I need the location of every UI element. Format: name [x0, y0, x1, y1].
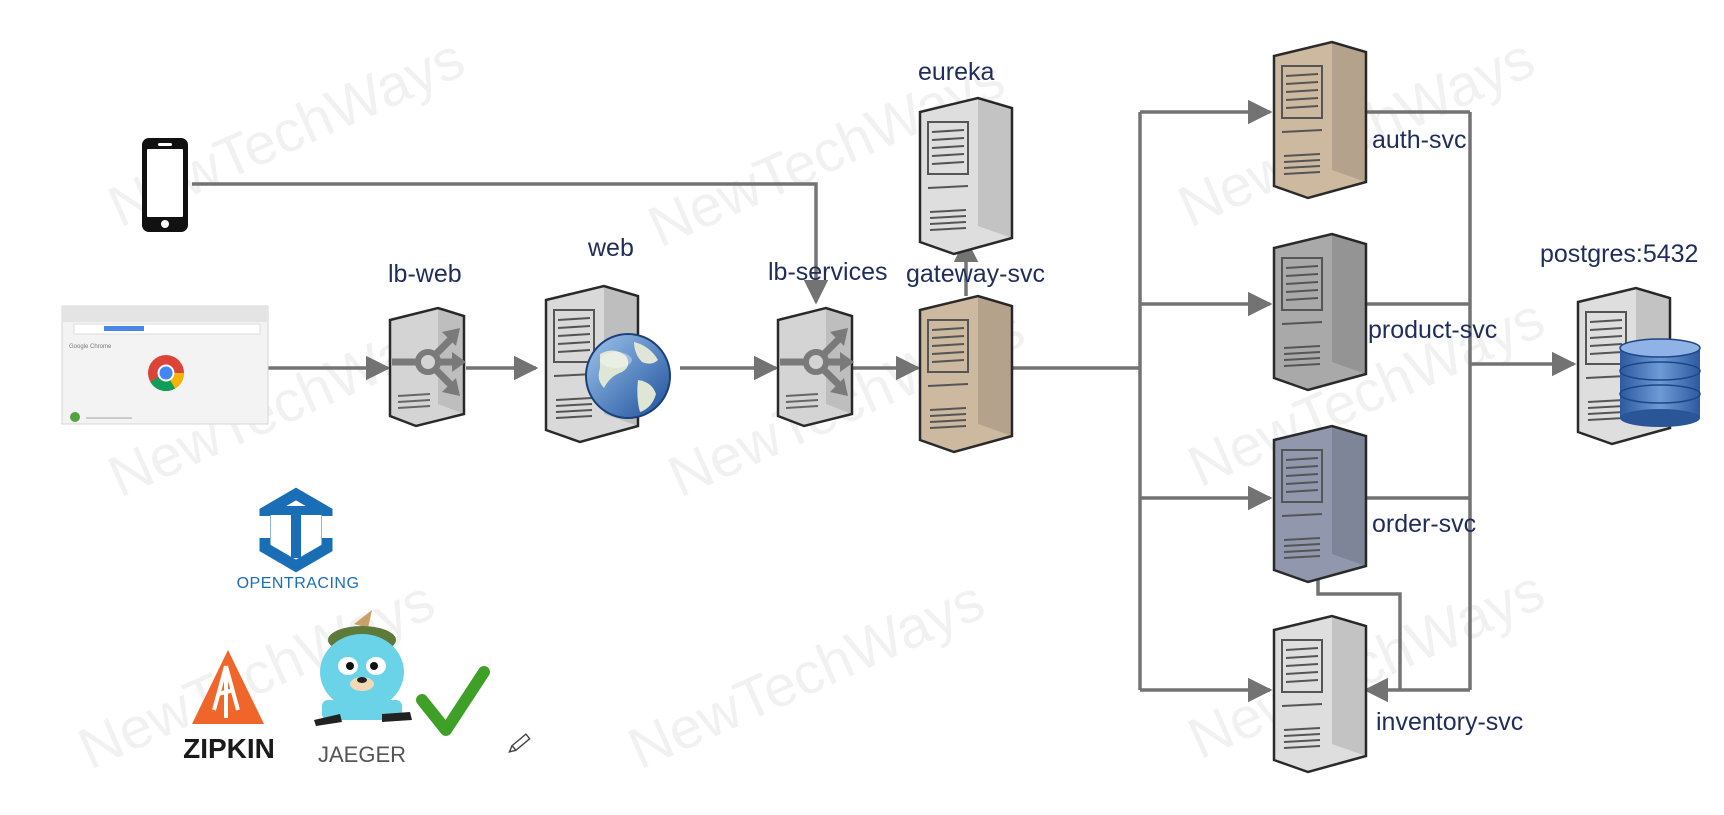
web-label: web	[588, 234, 634, 262]
watermark-text: NewTechWays	[619, 567, 994, 782]
phone-icon	[142, 138, 188, 232]
zipkin-logo: ZIPKIN	[183, 650, 275, 764]
product-server-icon	[1272, 232, 1368, 392]
checkmark-icon	[416, 666, 490, 736]
order-svc-label: order-svc	[1372, 510, 1477, 538]
lb-web-server-icon	[390, 308, 466, 426]
pencil-icon	[508, 733, 531, 753]
order-server-icon	[1272, 424, 1368, 584]
lb-services-label: lb-services	[768, 258, 888, 286]
gateway-server-icon	[918, 294, 1014, 454]
inventory-svc-label: inventory-svc	[1376, 708, 1524, 736]
chrome-logo-icon	[148, 355, 184, 392]
lb-services-server-icon	[778, 308, 854, 426]
database-icon	[1619, 338, 1701, 427]
inventory-server-icon	[1272, 614, 1368, 774]
opentracing-logo: OPENTRACING	[237, 487, 360, 592]
jaeger-text: JAEGER	[318, 742, 406, 767]
browser-brand-text: Google Chrome	[69, 344, 112, 350]
mobile-to-lb-services	[192, 182, 829, 305]
auth-server-icon	[1272, 40, 1368, 200]
gateway-svc-label: gateway-svc	[906, 260, 1045, 288]
lb-web-label: lb-web	[388, 260, 462, 288]
eureka-label: eureka	[918, 58, 995, 86]
browser-window: Google Chrome	[61, 305, 269, 425]
postgres-server-icon	[1576, 286, 1701, 446]
opentracing-text: OPENTRACING	[237, 575, 360, 592]
jaeger-logo: JAEGER	[314, 610, 412, 767]
postgres-label: postgres:5432	[1540, 240, 1699, 268]
connectors	[192, 99, 1577, 703]
product-svc-label: product-svc	[1368, 316, 1498, 344]
eureka-server-icon	[918, 96, 1014, 256]
globe-icon	[585, 333, 671, 419]
web-server-icon	[544, 284, 671, 444]
auth-svc-label: auth-svc	[1372, 126, 1467, 154]
zipkin-text: ZIPKIN	[183, 733, 275, 764]
